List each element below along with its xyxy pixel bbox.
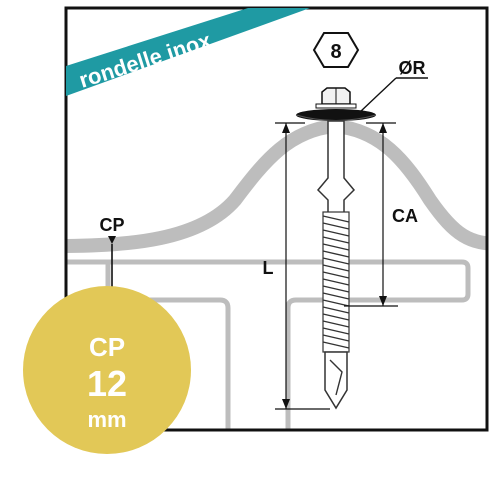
- dimension-length: L: [263, 122, 330, 410]
- purlin-flange: [66, 259, 471, 430]
- washer-diameter-callout: ØR: [359, 58, 428, 113]
- thickness-badge: CP 12 mm: [23, 286, 191, 454]
- badge-value: 12: [87, 363, 127, 404]
- dimension-clamping: CA: [344, 122, 418, 307]
- hex-icon: [312, 32, 360, 68]
- badge-unit: mm: [87, 407, 126, 432]
- badge-title: CP: [89, 332, 125, 362]
- roof-sheet: [66, 118, 487, 253]
- thickness-pointer: CP: [99, 215, 125, 292]
- banner-ribbon: rondelle inox: [66, 8, 310, 96]
- washer-diameter-label: ØR: [399, 58, 426, 78]
- screw: [295, 87, 377, 410]
- washer: [296, 109, 376, 121]
- badge-circle: [23, 286, 191, 454]
- structure-profiles: [66, 118, 487, 430]
- thickness-pointer-label: CP: [99, 215, 124, 235]
- hex-size-label: 8: [330, 41, 341, 63]
- hex-size-indicator: 8: [312, 32, 360, 68]
- length-label: L: [263, 258, 274, 278]
- clamping-label: CA: [392, 206, 418, 226]
- purlin-left-section: [105, 262, 231, 430]
